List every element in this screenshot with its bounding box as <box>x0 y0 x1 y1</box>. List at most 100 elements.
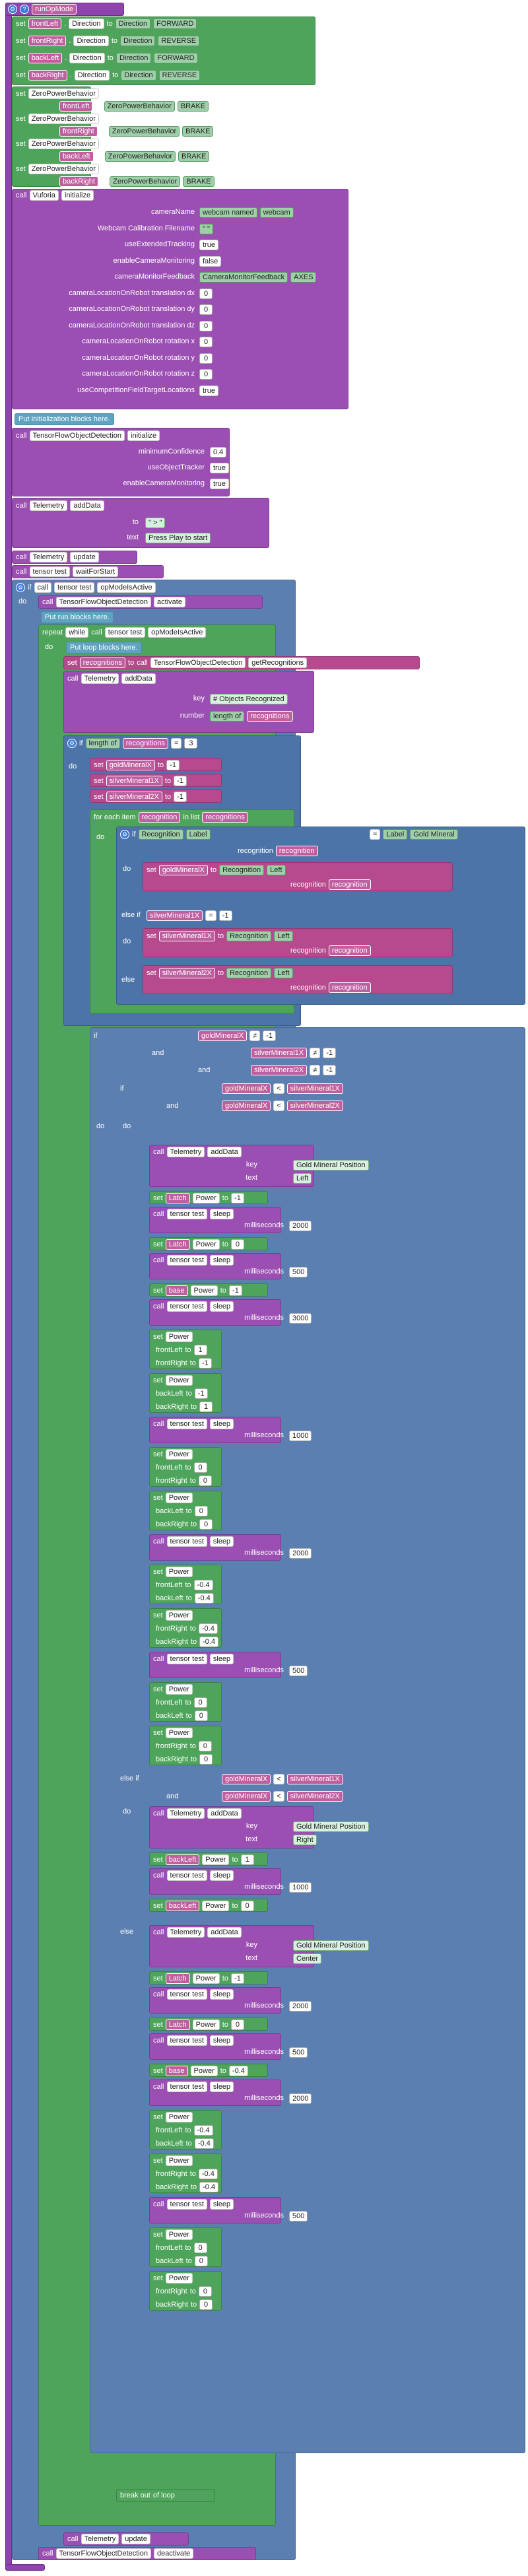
gear-icon-if3[interactable]: ⚙ <box>120 830 129 839</box>
vuforia-param-9[interactable]: 0 <box>199 353 213 364</box>
rec-class[interactable]: Recognition <box>219 865 265 875</box>
direction-class[interactable]: Direction <box>115 18 151 29</box>
rec-class[interactable]: Recognition <box>226 931 272 941</box>
prop-zpb[interactable]: ZeroPowerBehavior <box>28 88 99 99</box>
var-goldMineralX[interactable]: goldMineralX <box>106 760 155 770</box>
prop[interactable]: Power <box>192 1239 220 1250</box>
rec-left[interactable]: Left <box>274 931 293 941</box>
sleep[interactable]: sleep <box>209 1419 234 1429</box>
var-backRight[interactable]: backRight <box>28 70 67 81</box>
help-icon[interactable]: ? <box>20 5 29 14</box>
var-rec[interactable]: recognition <box>328 982 371 993</box>
var-Latch[interactable]: Latch <box>165 1973 190 1984</box>
num[interactable]: -1 <box>230 1973 244 1984</box>
vuforia-param-7[interactable]: 0 <box>199 320 213 331</box>
neg1[interactable]: -1 <box>218 910 232 921</box>
num[interactable]: -0.4 <box>228 2066 248 2076</box>
neg1[interactable]: -1 <box>263 1031 277 1041</box>
comment-loop[interactable]: Put loop blocks here. <box>66 642 142 654</box>
sleep[interactable]: sleep <box>209 2199 234 2210</box>
gmp[interactable]: Gold Mineral Position <box>293 1940 369 1951</box>
var-s1[interactable]: silverMineral1X <box>251 1048 308 1058</box>
neg1[interactable]: -1 <box>323 1048 337 1058</box>
gmp[interactable]: Gold Mineral Position <box>293 1160 369 1170</box>
num[interactable]: 0 <box>193 2243 207 2253</box>
num[interactable]: 0 <box>240 1901 254 1911</box>
prop[interactable]: Power <box>190 2066 218 2076</box>
num-neg1[interactable]: -1 <box>166 760 180 770</box>
ms[interactable]: 500 <box>289 1267 308 1277</box>
ms[interactable]: 2000 <box>289 1548 312 1559</box>
vuforia-param2-0[interactable]: webcam <box>259 207 294 218</box>
tel[interactable]: Telemetry <box>166 1927 205 1938</box>
lt[interactable]: < <box>273 1791 284 1802</box>
sleep[interactable]: sleep <box>209 1536 234 1547</box>
update-fn[interactable]: update <box>70 552 99 562</box>
telemetry-fn-2[interactable]: addData <box>121 673 156 684</box>
var-frontLeft[interactable]: frontLeft <box>28 18 62 29</box>
prop[interactable]: Power <box>190 1285 218 1296</box>
var-s2[interactable]: silverMineral2X <box>251 1065 308 1075</box>
power[interactable]: Power <box>165 1684 193 1695</box>
tfod-object-3[interactable]: TensorFlowObjectDetection <box>150 658 246 668</box>
get-recognitions-fn[interactable]: getRecognitions <box>248 658 308 668</box>
num[interactable]: -0.4 <box>199 1637 219 1647</box>
neq[interactable]: ≠ <box>310 1065 321 1075</box>
sleep[interactable]: sleep <box>209 1654 234 1664</box>
var-backLeft[interactable]: backLeft <box>28 53 63 63</box>
ms[interactable]: 1000 <box>289 1431 312 1441</box>
prop[interactable]: Power <box>192 1973 220 1984</box>
vuforia-object[interactable]: Vuforia <box>29 190 59 201</box>
opmode-active-fn[interactable]: opModeIsActive <box>97 582 156 593</box>
label-prop[interactable]: Label <box>185 829 211 840</box>
tensor-object-3[interactable]: tensor test <box>104 627 146 638</box>
power[interactable]: Power <box>165 1728 193 1738</box>
zpb-class[interactable]: ZeroPowerBehavior <box>104 151 176 162</box>
prop-zpb[interactable]: ZeroPowerBehavior <box>28 164 99 174</box>
num[interactable]: -1 <box>194 1388 208 1399</box>
prop[interactable]: Power <box>192 1193 220 1203</box>
var-s2[interactable]: silverMineral2X <box>158 968 215 978</box>
var-recognitions-2[interactable]: recognitions <box>247 711 293 722</box>
power[interactable]: Power <box>165 2273 193 2284</box>
tensor[interactable]: tensor test <box>166 1301 207 1312</box>
num[interactable]: 0 <box>199 1519 213 1530</box>
num-neg1[interactable]: -1 <box>174 792 187 802</box>
num[interactable]: 0 <box>199 1754 213 1765</box>
length-of[interactable]: length of <box>210 711 245 722</box>
var-rec[interactable]: recognition <box>328 879 371 890</box>
comment-init[interactable]: Put initialization blocks here. <box>15 413 114 425</box>
sleep[interactable]: sleep <box>209 1209 234 1219</box>
power[interactable]: Power <box>165 1375 193 1386</box>
deactivate-fn[interactable]: deactivate <box>154 2548 194 2559</box>
var-silverMineral1X[interactable]: silverMineral1X <box>106 776 162 786</box>
tensor[interactable]: tensor test <box>166 1419 207 1429</box>
var-gold[interactable]: goldMineralX <box>158 865 208 875</box>
var-backLeft[interactable]: backLeft <box>165 1901 200 1911</box>
ms[interactable]: 1000 <box>289 1882 312 1893</box>
prop[interactable]: Power <box>202 1901 230 1911</box>
tensor[interactable]: tensor test <box>166 1536 207 1547</box>
sleep[interactable]: sleep <box>209 1255 234 1266</box>
sleep[interactable]: sleep <box>209 1301 234 1312</box>
ms[interactable]: 2000 <box>289 1221 312 1231</box>
prop[interactable]: Power <box>192 2019 220 2030</box>
ms[interactable]: 500 <box>289 2047 308 2058</box>
sleep[interactable]: sleep <box>209 1870 234 1881</box>
var-base[interactable]: base <box>165 1285 188 1296</box>
num[interactable]: 0 <box>193 1697 207 1708</box>
num[interactable]: -0.4 <box>194 1593 214 1604</box>
num[interactable]: 0 <box>198 2286 212 2297</box>
eq[interactable]: = <box>205 910 216 921</box>
prop[interactable]: Power <box>202 1854 230 1865</box>
addData[interactable]: addData <box>207 1147 242 1157</box>
var-gold[interactable]: goldMineralX <box>222 1101 271 1111</box>
power[interactable]: Power <box>165 1332 193 1342</box>
pos[interactable]: Left <box>293 1173 312 1184</box>
var-recognition[interactable]: recognition <box>138 812 181 823</box>
vuforia-param-10[interactable]: 0 <box>199 369 213 380</box>
update-fn-2[interactable]: update <box>121 2534 150 2544</box>
addData[interactable]: addData <box>207 1927 242 1938</box>
var-s2[interactable]: silverMineral2X <box>286 1791 343 1802</box>
tensor[interactable]: tensor test <box>166 2199 207 2210</box>
